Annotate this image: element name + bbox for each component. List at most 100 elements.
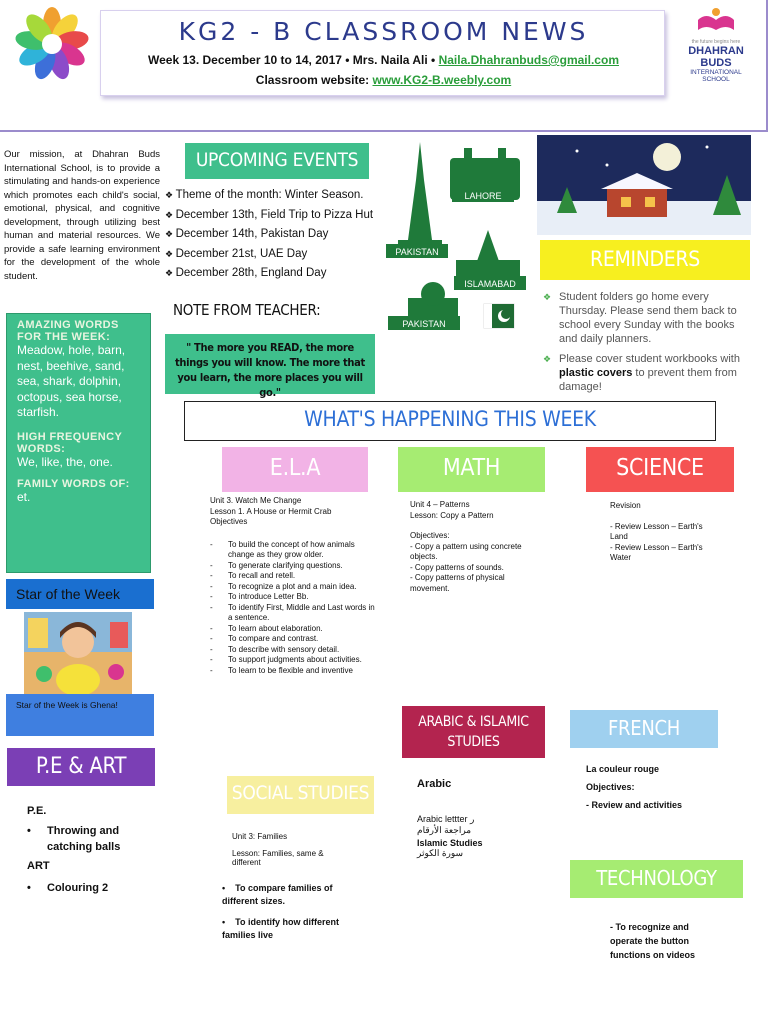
arabic-islamic-header: ARABIC & ISLAMIC STUDIES [402, 706, 545, 758]
social-item-text: To identify how different families live [222, 917, 339, 940]
logo-school-sub: INTERNATIONAL SCHOOL [690, 69, 742, 83]
logo-tagline: the future begins here [691, 39, 741, 45]
pakistan-landmarks: PAKISTAN LAHORE ISLAMABAD PAKISTAN [380, 140, 535, 336]
ela-header: E.L.A [222, 447, 368, 492]
winter-scene-image [537, 135, 751, 235]
math-objective: - Copy a pattern using concrete objects. [410, 541, 522, 562]
amazing-words-list: Meadow, hole, barn, nest, beehive, sand,… [17, 343, 126, 419]
arabic-letter: Arabic lettter ر [417, 814, 475, 824]
ela-objective: To describe with sensory detail. [210, 645, 380, 656]
social-unit: Unit 3: Families [232, 832, 288, 841]
ela-objective: To learn to be flexible and inventive [210, 666, 380, 677]
reminder-bold: plastic covers [559, 367, 633, 379]
ela-objective: To recognize a plot and a main idea. [210, 582, 380, 593]
arabic-review: مراجعة الأرقام [417, 825, 472, 835]
ela-objectives-label: Objectives [210, 517, 248, 526]
star-photo [24, 612, 132, 694]
school-logo: the future begins here DHAHRAN BUDS INTE… [676, 6, 756, 83]
french-content: La couleur rouge Objectives: - Review an… [586, 760, 726, 814]
reminder-text-end: to prevent them from damage! [559, 367, 737, 393]
words-box: AMAZING WORDS FOR THE WEEK: Meadow, hole… [6, 313, 151, 573]
whats-happening-banner: WHAT'S HAPPENING THIS WEEK [184, 401, 716, 441]
science-item: - Review Lesson – Earth's Land [610, 521, 703, 542]
star-caption: Star of the Week is Ghena! [16, 700, 118, 710]
ela-objective: To build the concept of how animals chan… [210, 540, 380, 561]
ela-lesson: Lesson 1. A House or Hermit Crab [210, 506, 332, 516]
islamic-surah: سورة الكوثر [417, 848, 464, 858]
pe-art-header: P.E & ART [7, 748, 155, 786]
website-line: Classroom website: www.KG2-B.weebly.com [101, 73, 666, 87]
ela-objective: To compare and contrast. [210, 634, 380, 645]
website-label: Classroom website: [255, 73, 370, 87]
note-from-teacher-title: NOTE FROM TEACHER: [173, 301, 321, 319]
family-words-list: et. [17, 490, 31, 504]
reminder-text: Please cover student workbooks with [559, 353, 740, 365]
week-text: Week 13. December 10 to 14, 2017 • Mrs. … [148, 53, 436, 67]
ela-objective: To learn about elaboration. [210, 624, 380, 635]
science-item: - Review Lesson – Earth's Water [610, 542, 703, 563]
newsletter-title: KG2 - B CLASSROOM NEWS [178, 17, 589, 46]
pe-label: P.E. [27, 805, 47, 817]
arabic-label: Arabic [417, 778, 452, 790]
pe-item-text: Throwing and catching balls [47, 825, 121, 853]
mission-statement: Our mission, at Dhahran Buds Internation… [4, 149, 160, 282]
header-panel: KG2 - B CLASSROOM NEWS Week 13. December… [100, 10, 665, 96]
ela-objective: To generate clarifying questions. [210, 561, 380, 572]
science-header: SCIENCE [586, 447, 734, 492]
french-header: FRENCH [570, 710, 718, 748]
ela-objective: To identify First, Middle and Last words… [210, 603, 380, 624]
event-item: December 21st, UAE Day [165, 245, 380, 265]
science-content: Revision - Review Lesson – Earth's Land … [610, 501, 720, 564]
event-item: December 13th, Field Trip to Pizza Hut [165, 206, 380, 226]
technology-content: - To recognize and operate the button fu… [610, 922, 696, 960]
star-of-week-title: Star of the Week [16, 586, 121, 602]
amazing-words-title: AMAZING WORDS FOR THE WEEK: [17, 319, 119, 343]
student-photo-icon [24, 612, 132, 694]
landmark-label-pakistan-2: PAKISTAN [402, 319, 445, 329]
website-link[interactable]: www.KG2-B.weebly.com [372, 73, 512, 87]
math-content: Unit 4 – Patterns Lesson: Copy a Pattern… [410, 500, 540, 594]
header-bar [0, 0, 768, 132]
ela-objective: To introduce Letter Bb. [210, 592, 380, 603]
landmark-label-pakistan: PAKISTAN [395, 247, 438, 257]
event-item: December 28th, England Day [165, 264, 380, 284]
french-line: La couleur rouge [586, 764, 660, 774]
events-list: Theme of the month: Winter Season. Decem… [165, 186, 380, 284]
logo-school-name: DHAHRAN BUDS [688, 45, 744, 69]
social-item-text: To compare families of different sizes. [222, 883, 333, 906]
ela-objective: To support judgments about activities. [210, 655, 380, 666]
math-objectives-label: Objectives: [410, 531, 450, 540]
technology-header: TECHNOLOGY [570, 860, 743, 898]
upcoming-events-header: UPCOMING EVENTS [185, 143, 369, 179]
ela-content: Unit 3. Watch Me Change Lesson 1. A Hous… [210, 496, 380, 676]
science-revision: Revision [610, 501, 641, 510]
pe-art-content: P.E. • Throwing and catching balls ART •… [27, 803, 157, 896]
landmarks-icon: PAKISTAN LAHORE ISLAMABAD PAKISTAN [386, 142, 526, 330]
teacher-quote: " The more you READ, the more things you… [165, 334, 375, 399]
reminders-header: REMINDERS [540, 240, 750, 280]
landmark-label-lahore: LAHORE [464, 191, 501, 201]
reminder-item: Student folders go home every Thursday. … [543, 290, 753, 346]
math-objective: - Copy patterns of sounds. [410, 562, 504, 572]
islamic-studies-label: Islamic Studies [417, 838, 483, 848]
social-item: • To compare families of different sizes… [222, 883, 333, 906]
reminder-item: Please cover student workbooks with plas… [543, 352, 753, 394]
ela-unit: Unit 3. Watch Me Change [210, 496, 302, 505]
social-studies-content: Unit 3: Families Lesson: Families, same … [222, 832, 352, 942]
ela-objectives: To build the concept of how animals chan… [210, 540, 380, 677]
reminders-list: Student folders go home every Thursday. … [543, 290, 753, 400]
email-link[interactable]: Naila.Dhahranbuds@gmail.com [438, 53, 619, 67]
star-of-week-header: Star of the Week [6, 579, 154, 609]
art-item: • Colouring 2 [27, 882, 109, 894]
math-header: MATH [398, 447, 545, 492]
french-objectives: Objectives: [586, 782, 635, 792]
french-line: - Review and activities [586, 800, 683, 810]
art-label: ART [27, 860, 50, 872]
winter-scene-icon [537, 135, 751, 235]
math-lesson: Lesson: Copy a Pattern [410, 510, 494, 520]
book-logo-icon [698, 8, 734, 30]
family-words-title: FAMILY WORDS OF: [17, 478, 130, 490]
event-item: December 14th, Pakistan Day [165, 225, 380, 245]
ela-objective: To recall and retell. [210, 571, 380, 582]
math-unit: Unit 4 – Patterns [410, 500, 470, 509]
